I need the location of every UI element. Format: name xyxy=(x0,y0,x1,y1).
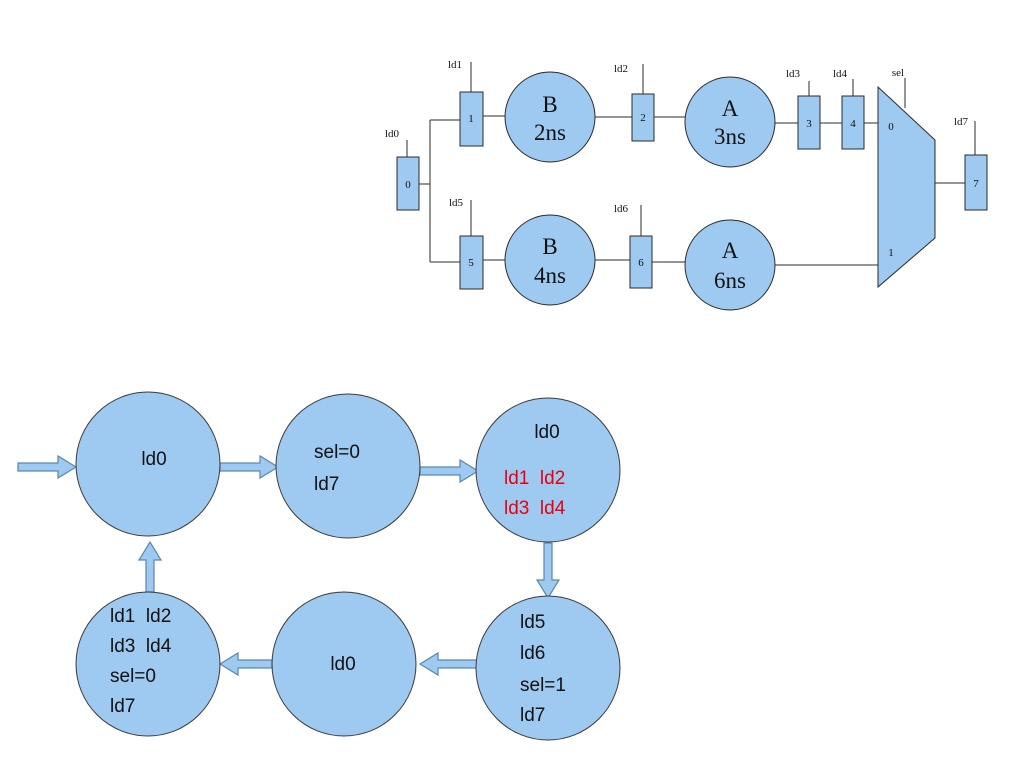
load-signal-ld1: ld1 xyxy=(448,59,462,71)
mux-input-1-label: 1 xyxy=(888,247,894,259)
state-text: ld5 xyxy=(520,612,545,633)
load-signal-ld0: ld0 xyxy=(385,128,400,140)
multiplexer: 0 1 sel xyxy=(877,67,936,289)
transition-arrow xyxy=(219,454,280,480)
entry-arrow xyxy=(17,454,78,480)
state-text: ld7 xyxy=(520,705,545,726)
unit-name: B xyxy=(542,234,557,259)
load-signal-ld4: ld4 xyxy=(833,68,848,80)
register-label: 6 xyxy=(638,257,644,269)
unit-name: B xyxy=(542,92,557,117)
state-text: sel=0 xyxy=(110,666,156,687)
register-7: 7 xyxy=(964,154,988,211)
register-label: 3 xyxy=(806,118,812,130)
register-label: 4 xyxy=(850,118,856,130)
mux-select-label: sel xyxy=(892,67,904,79)
state-text: ld0 xyxy=(534,422,559,443)
unit-name: A xyxy=(722,96,739,121)
unit-delay: 4ns xyxy=(534,263,566,288)
state-4: ld5 ld6 sel=1 ld7 xyxy=(475,595,621,741)
register-5: 5 xyxy=(459,235,484,290)
mux-input-0-label: 0 xyxy=(888,121,894,133)
register-0: 0 xyxy=(396,156,420,211)
transition-arrow xyxy=(418,651,479,677)
transition-arrow xyxy=(218,651,273,677)
register-4: 4 xyxy=(841,95,865,150)
state-text: sel=1 xyxy=(520,675,566,696)
register-label: 1 xyxy=(468,113,474,125)
register-6: 6 xyxy=(629,235,653,289)
unit-a-top: A 3ns xyxy=(684,76,776,168)
state-machine: ld0 sel=0 ld7 ld0 ld1 ld2 ld3 ld4 ld5 ld… xyxy=(17,391,621,741)
load-signal-ld5: ld5 xyxy=(449,197,464,209)
state-text: ld1 ld2 xyxy=(110,606,171,627)
state-2: sel=0 ld7 xyxy=(275,393,421,539)
unit-delay: 2ns xyxy=(534,120,566,145)
transition-arrow xyxy=(137,540,163,593)
unit-delay: 3ns xyxy=(714,124,746,149)
transition-arrow xyxy=(419,458,480,484)
state-5: ld0 xyxy=(271,591,417,737)
state-text: ld0 xyxy=(141,449,166,470)
load-signal-ld6: ld6 xyxy=(614,203,629,215)
state-text-highlight: ld3 ld4 xyxy=(504,498,566,519)
state-text: ld7 xyxy=(110,696,135,717)
unit-delay: 6ns xyxy=(714,268,746,293)
unit-a-bottom: A 6ns xyxy=(684,219,776,311)
datapath-wires xyxy=(406,62,976,266)
register-label: 7 xyxy=(973,178,979,190)
datapath: 0 1 2 3 4 5 6 7 ld0 xyxy=(385,59,988,311)
load-signal-ld3: ld3 xyxy=(786,68,801,80)
state-1: ld0 xyxy=(75,391,221,537)
register-1: 1 xyxy=(459,91,484,147)
unit-b-bottom: B 4ns xyxy=(504,214,596,306)
state-text: ld6 xyxy=(520,643,545,664)
load-signal-ld2: ld2 xyxy=(614,63,628,75)
register-3: 3 xyxy=(797,95,821,150)
state-text: sel=0 xyxy=(314,442,360,463)
unit-b-top: B 2ns xyxy=(504,71,596,163)
state-3: ld0 ld1 ld2 ld3 ld4 xyxy=(475,397,621,543)
register-label: 5 xyxy=(468,257,474,269)
register-label: 2 xyxy=(640,112,646,124)
transition-arrow xyxy=(535,542,561,600)
register-2: 2 xyxy=(631,93,655,142)
state-text: ld0 xyxy=(330,654,355,675)
state-text: ld7 xyxy=(314,474,339,495)
register-label: 0 xyxy=(405,179,411,191)
state-text-highlight: ld1 ld2 xyxy=(504,468,565,489)
load-signal-ld7: ld7 xyxy=(954,116,969,128)
unit-name: A xyxy=(722,238,739,263)
state-text: ld3 ld4 xyxy=(110,636,172,657)
state-6: ld1 ld2 ld3 ld4 sel=0 ld7 xyxy=(75,591,221,737)
